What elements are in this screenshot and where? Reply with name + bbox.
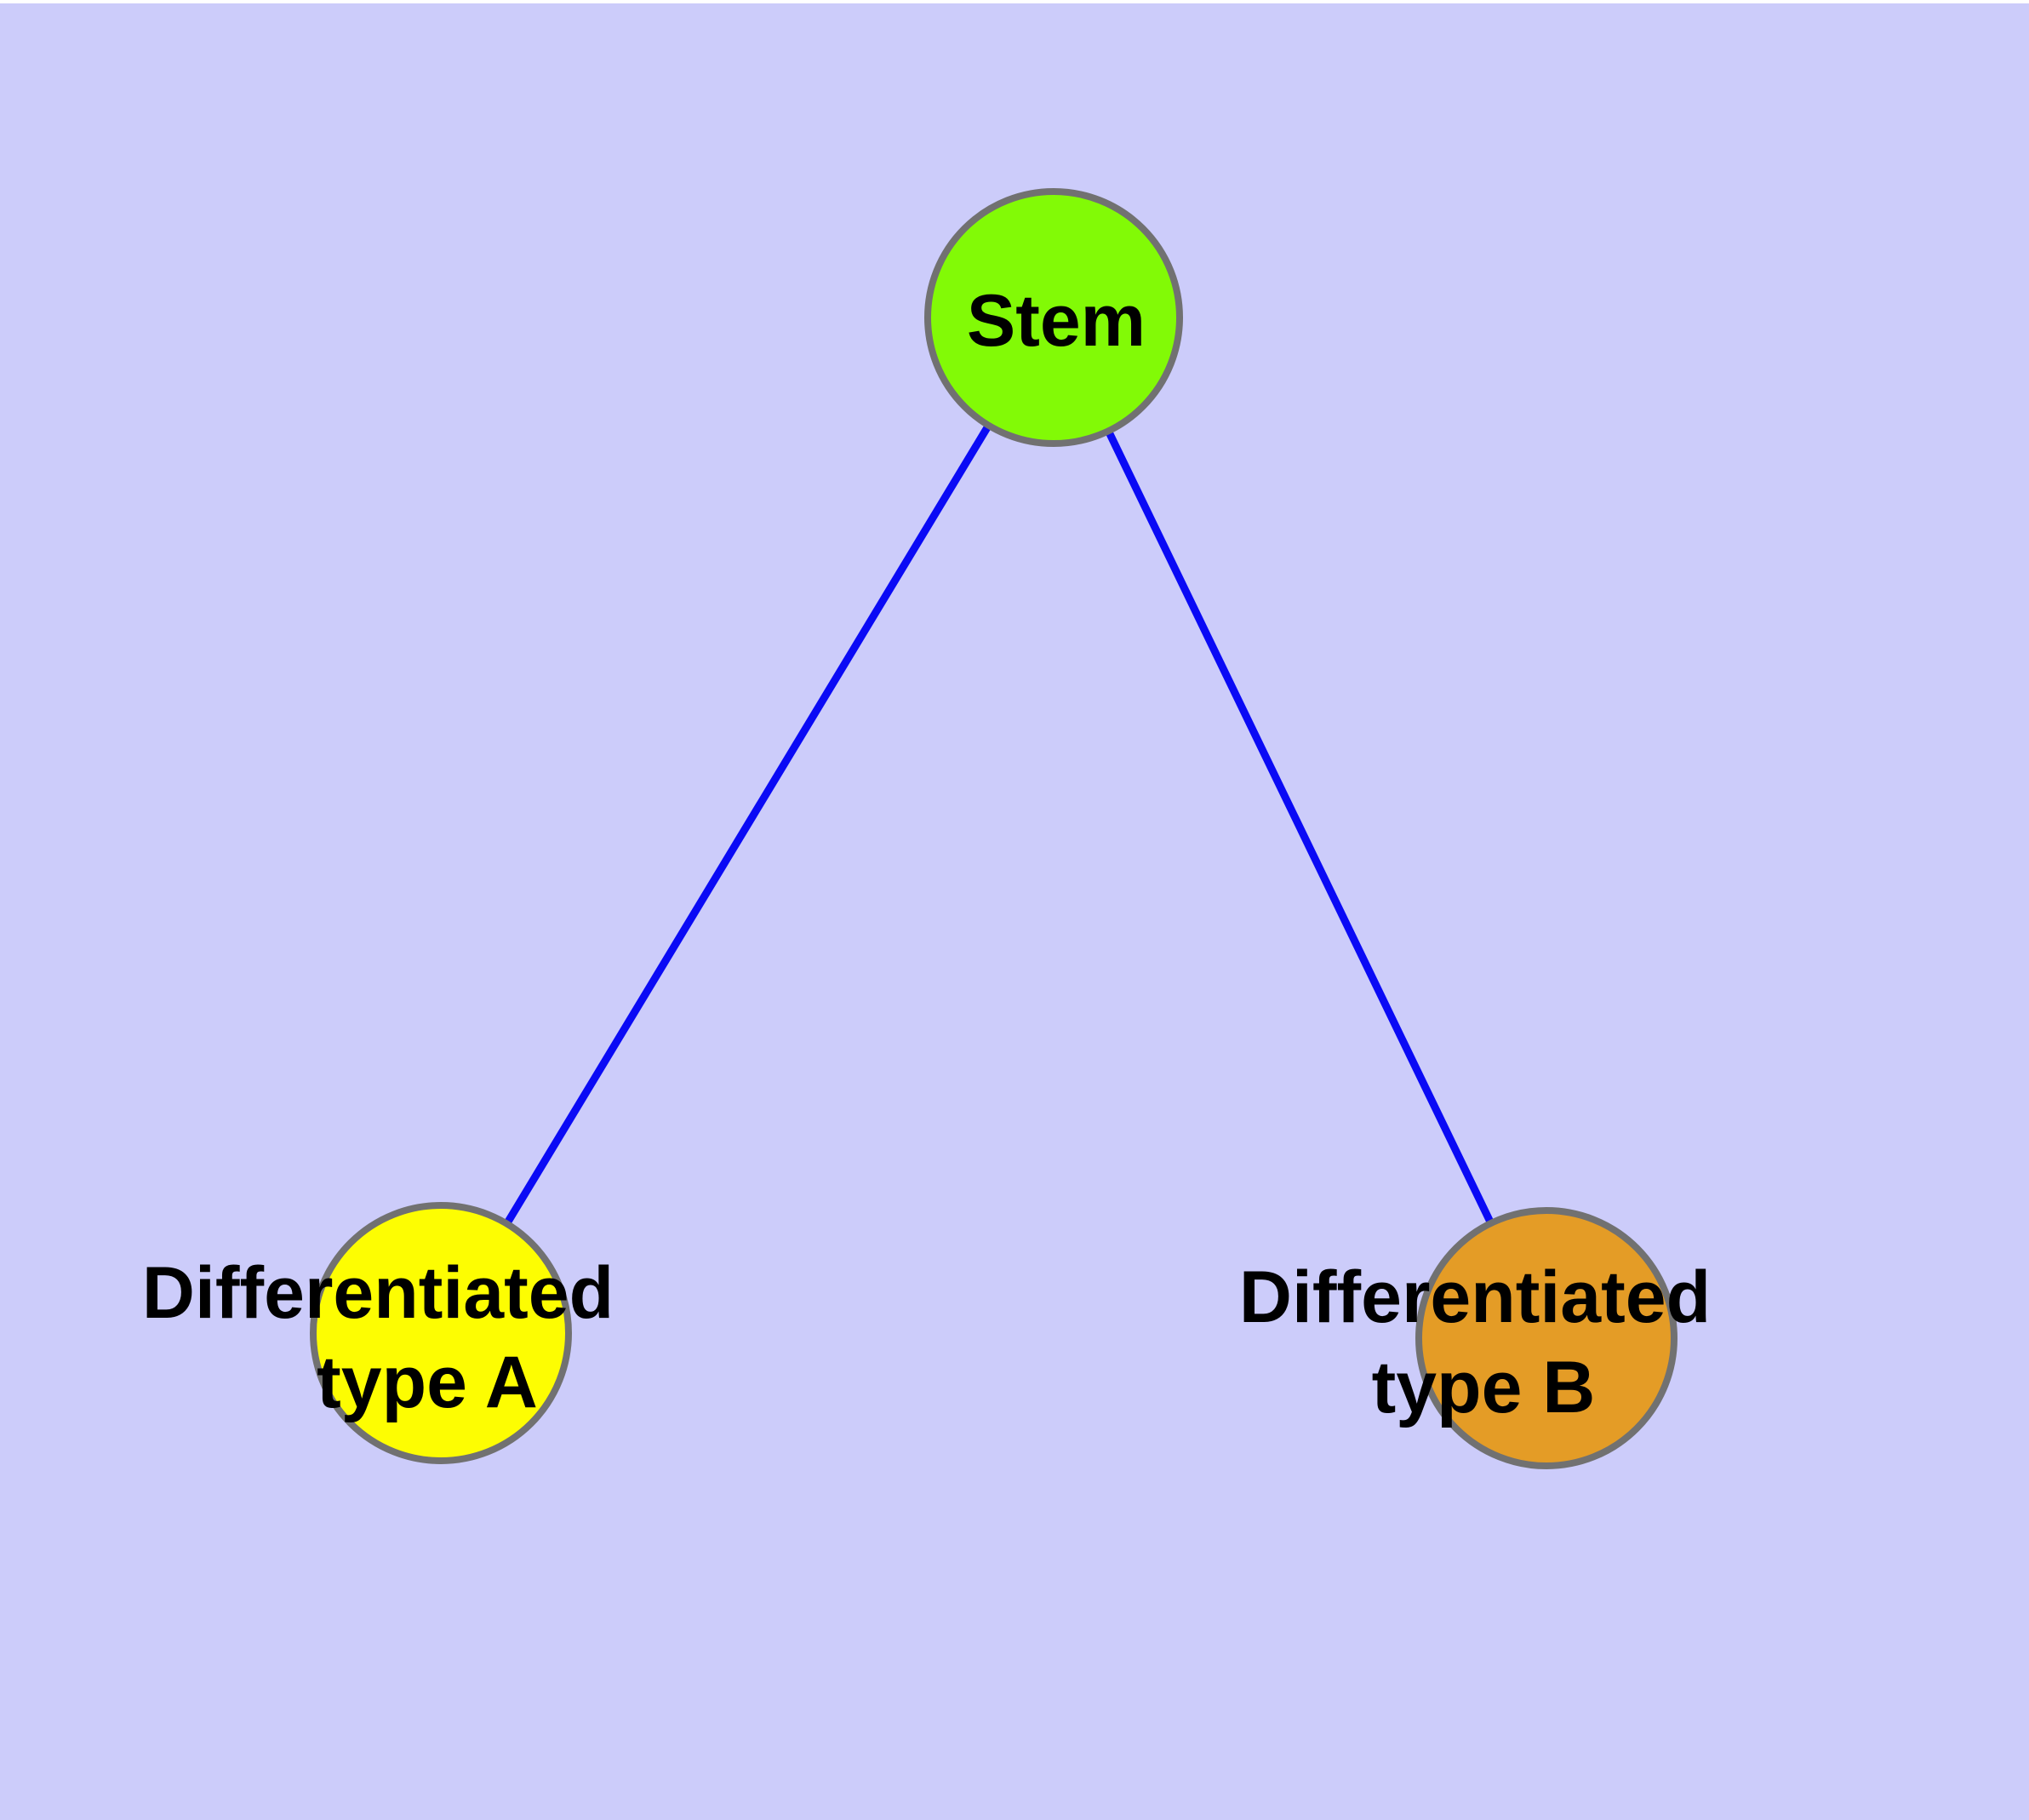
node-differentiated-type-a-label-line1: Differentiated (142, 1252, 614, 1334)
node-differentiated-type-b-label-line2: type B (1372, 1347, 1596, 1428)
edge-stem-to-differentiated-type-a[interactable] (503, 423, 992, 1226)
node-differentiated-type-a-label-line2: type A (317, 1342, 538, 1423)
edge-stem-to-differentiated-type-b[interactable] (1105, 429, 1495, 1225)
node-differentiated-type-b-circle[interactable] (1415, 1207, 1677, 1469)
node-stem[interactable] (924, 188, 1183, 447)
node-stem-circle[interactable] (924, 188, 1183, 447)
node-differentiated-type-b[interactable] (1415, 1207, 1677, 1469)
node-stem-label: Stem (967, 280, 1146, 362)
node-labels-layer: Stem Differentiated type A Differentiate… (142, 280, 1711, 1428)
node-differentiated-type-b-label-line1: Differentiated (1239, 1256, 1711, 1338)
edges-layer (503, 423, 1495, 1226)
top-edge-strip (0, 0, 2029, 3)
node-differentiated-type-a[interactable] (310, 1202, 572, 1464)
node-differentiated-type-a-circle[interactable] (310, 1202, 572, 1464)
nodes-layer (310, 188, 1677, 1469)
